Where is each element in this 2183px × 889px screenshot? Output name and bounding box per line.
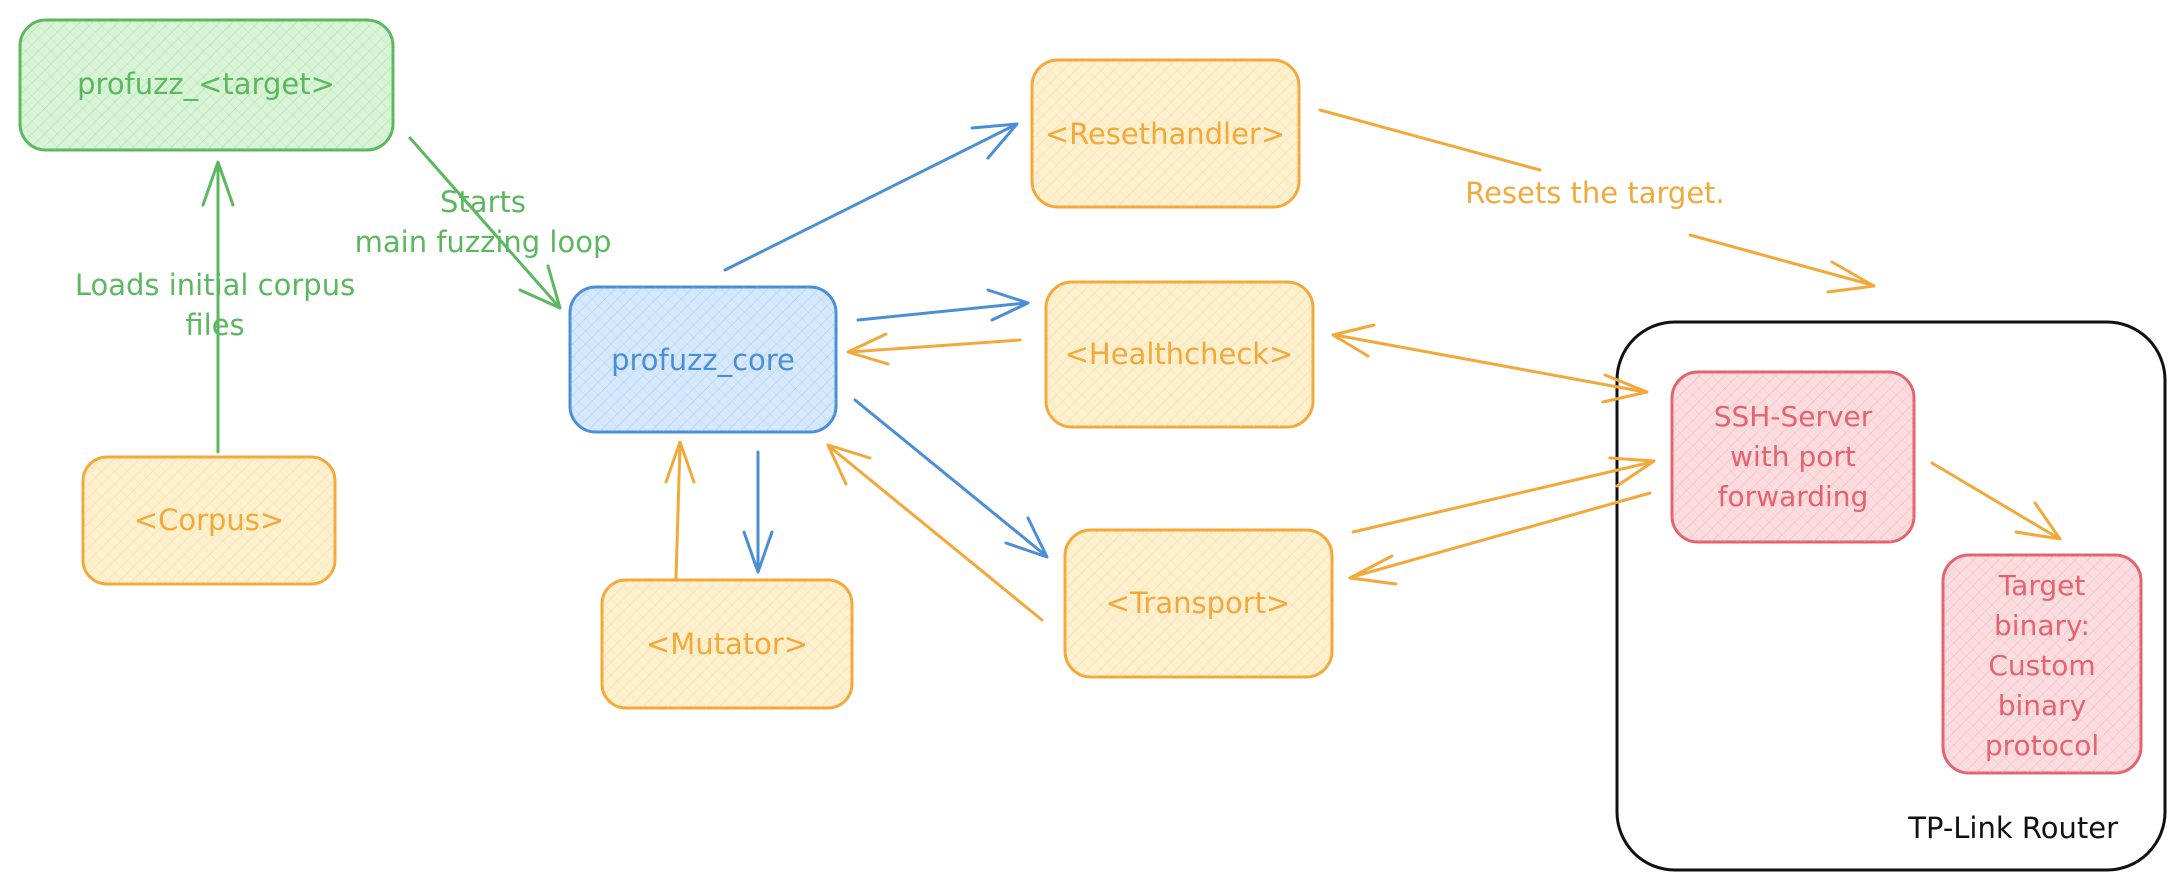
node-profuzz-core: profuzz_core <box>568 285 838 434</box>
arrow-transport-to-core <box>826 443 1044 622</box>
node-corpus-label: <Corpus> <box>134 503 284 537</box>
arrow-core-to-mutator <box>742 450 774 574</box>
node-profuzz-target-label: profuzz_<target> <box>77 67 335 101</box>
label-starts-line1: Starts <box>440 185 526 219</box>
node-transport-label: <Transport> <box>1106 586 1291 620</box>
node-mutator: <Mutator> <box>600 578 854 710</box>
node-ssh-server-line: with port <box>1730 440 1856 473</box>
node-target-binary-line: binary <box>1998 689 2087 722</box>
node-transport: <Transport> <box>1063 528 1334 679</box>
arrow-core-to-transport <box>853 398 1049 559</box>
router-container <box>1615 320 2167 872</box>
node-target-binary-line: protocol <box>1985 729 2099 762</box>
node-target-binary: Target binary: Custom binary protocol <box>1941 553 2143 775</box>
node-target-binary-line: Target <box>1998 569 2086 602</box>
node-profuzz-target: profuzz_<target> <box>18 18 395 152</box>
node-profuzz-core-label: profuzz_core <box>611 343 795 377</box>
arrow-corpus-to-target <box>201 160 235 454</box>
arrow-resethandler-to-router <box>1318 108 1876 294</box>
label-starts-line2: main fuzzing loop <box>355 225 612 259</box>
arrow-core-to-resethandler <box>723 122 1019 272</box>
node-ssh-server-line: SSH-Server <box>1714 400 1873 433</box>
node-corpus: <Corpus> <box>81 455 337 586</box>
router-label: TP-Link Router <box>1907 811 2118 845</box>
node-healthcheck: <Healthcheck> <box>1044 280 1315 429</box>
arrow-healthcheck-to-core <box>846 332 1022 366</box>
arrow-mutator-to-core <box>664 440 696 580</box>
node-ssh-server: SSH-Server with port forwarding <box>1670 370 1916 544</box>
arrow-ssh-to-transport <box>1348 491 1652 586</box>
node-healthcheck-label: <Healthcheck> <box>1065 337 1294 371</box>
node-resethandler-label: <Resethandler> <box>1045 117 1285 151</box>
label-loads-line1: Loads initial corpus <box>75 268 355 302</box>
node-ssh-server-line: forwarding <box>1718 480 1869 513</box>
label-loads-line2: files <box>185 308 244 342</box>
arrow-transport-to-ssh <box>1351 456 1656 534</box>
arrow-healthcheck-ssh-bidirectional <box>1331 323 1649 404</box>
arrow-core-to-healthcheck <box>856 288 1030 322</box>
node-mutator-label: <Mutator> <box>646 627 808 661</box>
arrow-ssh-to-target-binary <box>1930 461 2062 541</box>
label-resets: Resets the target. <box>1465 176 1725 210</box>
node-target-binary-line: Custom <box>1988 649 2095 682</box>
node-resethandler: <Resethandler> <box>1030 58 1301 209</box>
node-target-binary-line: binary: <box>1994 609 2090 642</box>
arrow-target-to-core <box>408 136 562 310</box>
